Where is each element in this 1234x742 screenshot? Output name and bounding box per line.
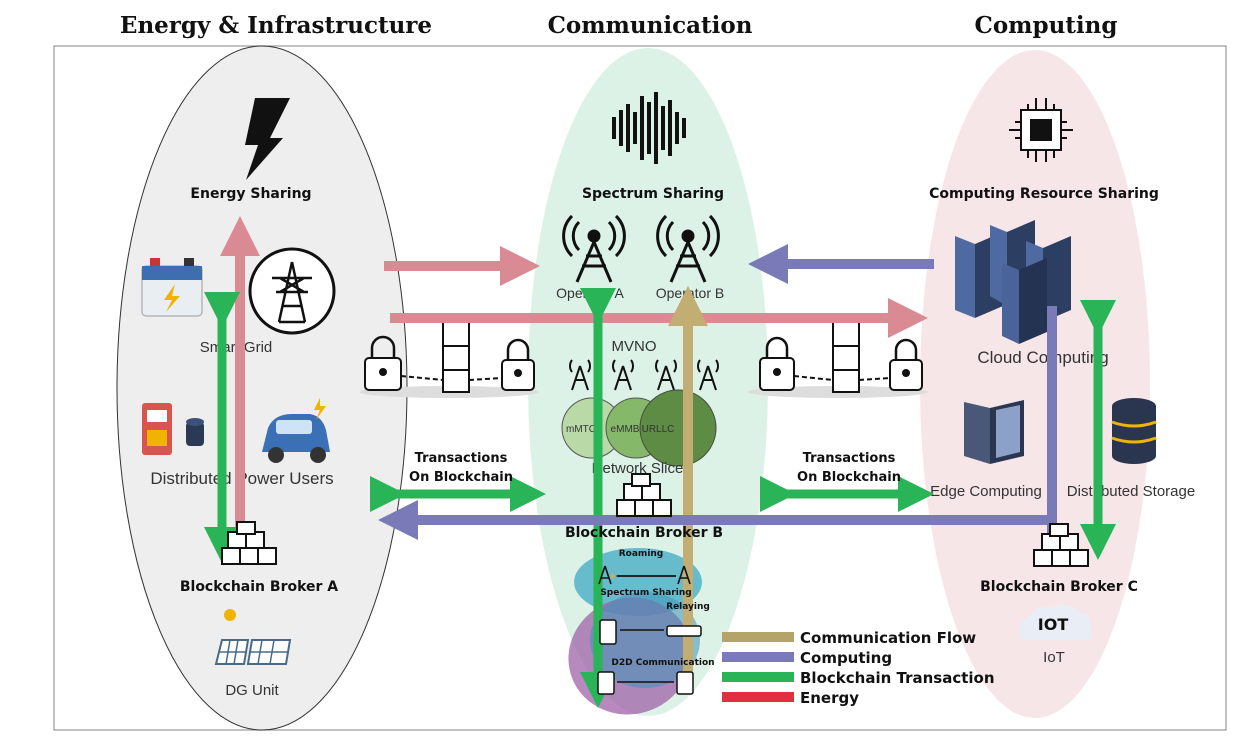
legend-label: Communication Flow <box>800 629 976 647</box>
header-energy: Energy & Infrastructure <box>120 12 432 39</box>
phone-icon <box>599 619 617 645</box>
blockchain-lock-chain-right <box>748 319 928 398</box>
mvno-label: MVNO <box>612 338 657 355</box>
energy-sharing-label: Energy Sharing <box>190 186 311 202</box>
blockchain-cube-icon <box>1033 523 1089 567</box>
blockchain-cube-icon <box>221 521 277 565</box>
router-icon <box>666 625 702 637</box>
cloud-computing-label: Cloud Computing <box>977 348 1108 367</box>
broker-a-label: Blockchain Broker A <box>180 579 338 595</box>
roaming-label: Roaming <box>619 549 664 559</box>
cell-tower-icon <box>562 214 626 283</box>
slice-urllc: URLLC <box>642 424 675 435</box>
solar-panel-icon <box>214 609 292 665</box>
charging-station-icon <box>142 403 204 455</box>
legend-swatch <box>722 672 794 682</box>
phone-icon <box>676 671 694 695</box>
battery-icon <box>141 258 203 317</box>
iot-cloud-icon <box>1019 604 1092 640</box>
transactions-left-line2: On Blockchain <box>409 470 513 485</box>
computing-resource-sharing-label: Computing Resource Sharing <box>929 186 1159 202</box>
spectrum-sharing-label: Spectrum Sharing <box>582 186 724 202</box>
electric-car-icon <box>262 398 330 463</box>
spectrum-sharing-small-label: Spectrum Sharing <box>600 588 691 598</box>
sound-wave-icon <box>612 92 686 164</box>
legend-label: Energy <box>800 689 859 707</box>
legend-swatch <box>722 632 794 642</box>
slice-emmb: eMMB <box>611 424 640 435</box>
operator-b-label: Operator B <box>656 285 724 301</box>
d2d-label: D2D Communication <box>611 658 714 668</box>
legend-label: Blockchain Transaction <box>800 669 995 687</box>
slice-mmtc: mMTC <box>566 424 596 435</box>
edge-server-icon <box>964 400 1024 464</box>
blockchain-lock-chain-left <box>359 319 539 398</box>
outer-frame <box>53 45 1227 731</box>
legend-swatch <box>722 652 794 662</box>
transactions-right-line2: On Blockchain <box>797 470 901 485</box>
transactions-right-line1: Transactions <box>803 451 896 466</box>
database-icon <box>1111 398 1157 464</box>
server-rack-icon <box>955 220 1071 344</box>
lightning-icon <box>245 98 290 180</box>
header-computing: Computing <box>975 12 1118 39</box>
iot-badge-text: IOT <box>1038 615 1069 634</box>
transmission-tower-icon <box>248 247 336 335</box>
cpu-chip-icon <box>1009 98 1073 162</box>
dg-unit-label: DG Unit <box>225 682 279 699</box>
operator-a-label: Operator A <box>556 285 624 301</box>
phone-icon <box>597 671 615 695</box>
transactions-left-line1: Transactions <box>415 451 508 466</box>
cell-tower-icon <box>656 214 720 283</box>
blockchain-cube-icon <box>616 473 672 517</box>
broker-b-label: Blockchain Broker B <box>565 525 723 541</box>
edge-computing-label: Edge Computing <box>930 483 1042 500</box>
iot-label: IoT <box>1043 649 1065 666</box>
relaying-label: Relaying <box>666 602 710 612</box>
relaying-ellipse <box>590 592 700 688</box>
legend-swatch <box>722 692 794 702</box>
broker-c-label: Blockchain Broker C <box>980 579 1138 595</box>
distributed-storage-label: Distributed Storage <box>1067 483 1195 500</box>
legend-label: Computing <box>800 649 892 667</box>
header-communication: Communication <box>548 12 753 39</box>
